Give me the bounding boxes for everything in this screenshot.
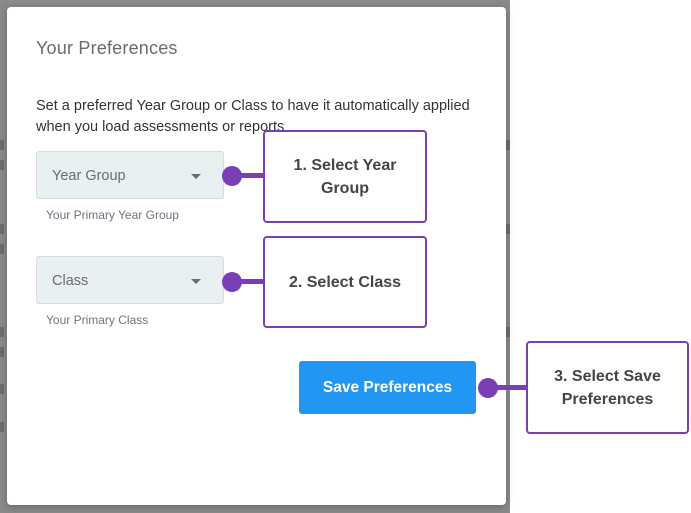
background-text-fragment xyxy=(0,160,4,170)
callout-select-save-preferences: 3. Select Save Preferences xyxy=(526,341,689,434)
background-text-fragment xyxy=(506,327,510,337)
background-text-fragment xyxy=(0,244,4,254)
callout-connector-line xyxy=(233,173,265,178)
modal-title: Your Preferences xyxy=(36,38,178,58)
callout-marker-dot xyxy=(222,166,242,186)
background-text-fragment xyxy=(0,422,4,432)
class-select-label: Class xyxy=(52,273,89,289)
save-preferences-button[interactable]: Save Preferences xyxy=(299,361,476,414)
background-text-fragment xyxy=(0,327,4,337)
class-select[interactable]: Class xyxy=(36,256,224,304)
callout-select-class: 2. Select Class xyxy=(263,236,427,328)
year-group-helper-text: Your Primary Year Group xyxy=(46,208,179,222)
callout-select-year-group: 1. Select Year Group xyxy=(263,130,427,223)
modal-description: Set a preferred Year Group or Class to h… xyxy=(36,98,470,135)
callout-connector-line xyxy=(488,385,528,390)
background-text-fragment xyxy=(0,140,4,150)
background-text-fragment xyxy=(0,224,4,234)
background-text-fragment xyxy=(0,347,4,357)
callout-connector-line xyxy=(233,279,265,284)
class-helper-text: Your Primary Class xyxy=(46,313,149,327)
year-group-select-label: Year Group xyxy=(52,168,126,184)
caret-down-icon xyxy=(191,174,201,179)
background-text-fragment xyxy=(0,384,4,394)
year-group-select[interactable]: Year Group xyxy=(36,151,224,199)
background-text-fragment xyxy=(506,224,510,234)
caret-down-icon xyxy=(191,279,201,284)
callout-marker-dot xyxy=(478,378,498,398)
background-text-fragment xyxy=(506,140,510,150)
callout-marker-dot xyxy=(222,272,242,292)
